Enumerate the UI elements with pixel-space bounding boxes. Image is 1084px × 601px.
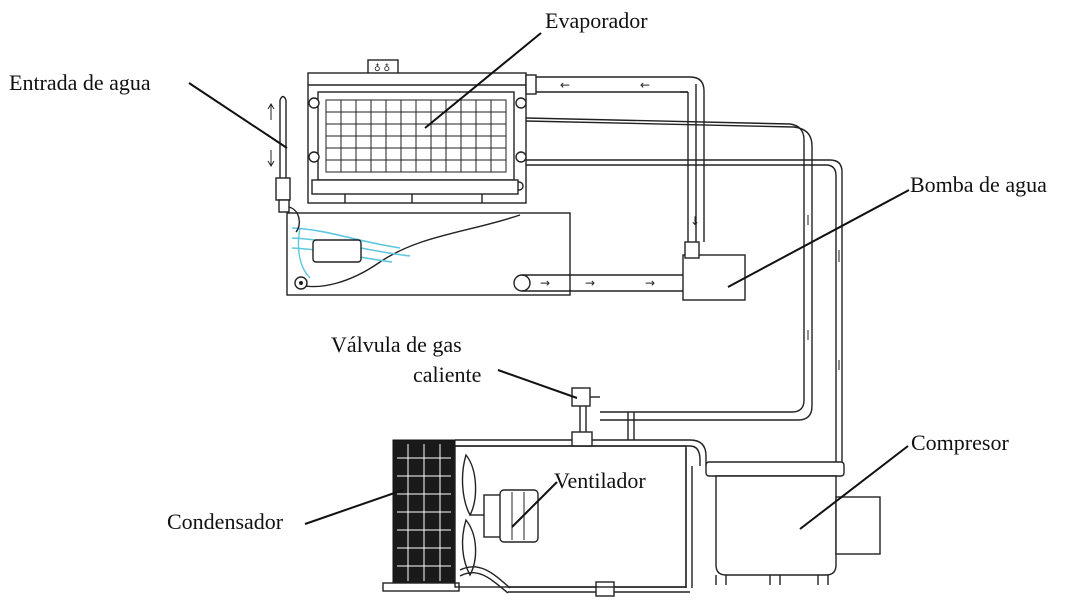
- label-evaporador: Evaporador: [545, 8, 648, 33]
- compresor-leader: [799, 445, 909, 530]
- label-bomba-agua: Bomba de agua: [910, 172, 1047, 197]
- label-ventilador: Ventilador: [554, 468, 646, 493]
- entrada-agua-leader: [188, 82, 288, 149]
- water-inlet-valve: [267, 95, 301, 233]
- label-condensador: Condensador: [167, 509, 284, 534]
- condensador-leader: [304, 489, 404, 525]
- label-valvula-line2: caliente: [413, 362, 481, 387]
- water-pump: ← ← ↓: [525, 74, 746, 301]
- arrow-right-icon: →: [540, 276, 550, 290]
- ventilador-leader: [511, 481, 558, 528]
- label-valvula-line1: Válvula de gas: [331, 332, 462, 357]
- arrow-right-icon: →: [645, 276, 655, 290]
- condenser: [382, 439, 460, 592]
- compressor: [705, 461, 881, 585]
- water-tank: → → →: [286, 212, 683, 296]
- evaporador-leader: [424, 32, 542, 129]
- arrow-down-icon: ↓: [690, 214, 700, 228]
- arrow-left-icon: ←: [640, 78, 650, 92]
- evaporator-ice-grid: [325, 99, 507, 173]
- fan-assembly: [461, 453, 539, 577]
- label-compresor: Compresor: [911, 430, 1009, 455]
- bomba-agua-leader: [727, 189, 910, 288]
- arrow-right-icon: →: [585, 276, 595, 290]
- label-entrada-agua: Entrada de agua: [9, 70, 151, 95]
- evaporator-unit: ♁ ♁: [307, 59, 527, 204]
- svg-text:♁ ♁: ♁ ♁: [374, 63, 390, 74]
- arrow-left-icon: ←: [560, 78, 570, 92]
- valvula-leader: [497, 369, 578, 399]
